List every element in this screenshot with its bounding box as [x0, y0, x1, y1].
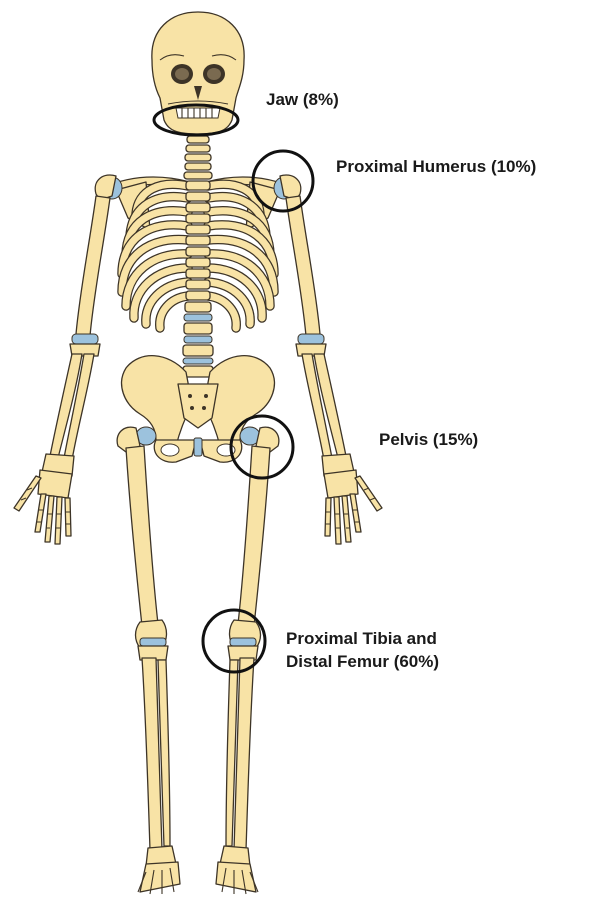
arm-right-side-of-image	[274, 175, 382, 544]
knee-label-line1: Proximal Tibia and	[286, 627, 439, 650]
leg-left-side-of-image	[117, 427, 180, 894]
cervical-spine	[184, 136, 212, 179]
proximal-humerus-label: Proximal Humerus (10%)	[336, 155, 536, 178]
knee-label: Proximal Tibia and Distal Femur (60%)	[286, 627, 439, 673]
knee-label-line2: Distal Femur (60%)	[286, 650, 439, 673]
leg-right-side-of-image	[216, 427, 279, 894]
jaw-label: Jaw (8%)	[266, 88, 339, 111]
skull	[152, 12, 244, 134]
pelvis-label: Pelvis (15%)	[379, 428, 478, 451]
arm-left-side-of-image	[14, 175, 122, 544]
